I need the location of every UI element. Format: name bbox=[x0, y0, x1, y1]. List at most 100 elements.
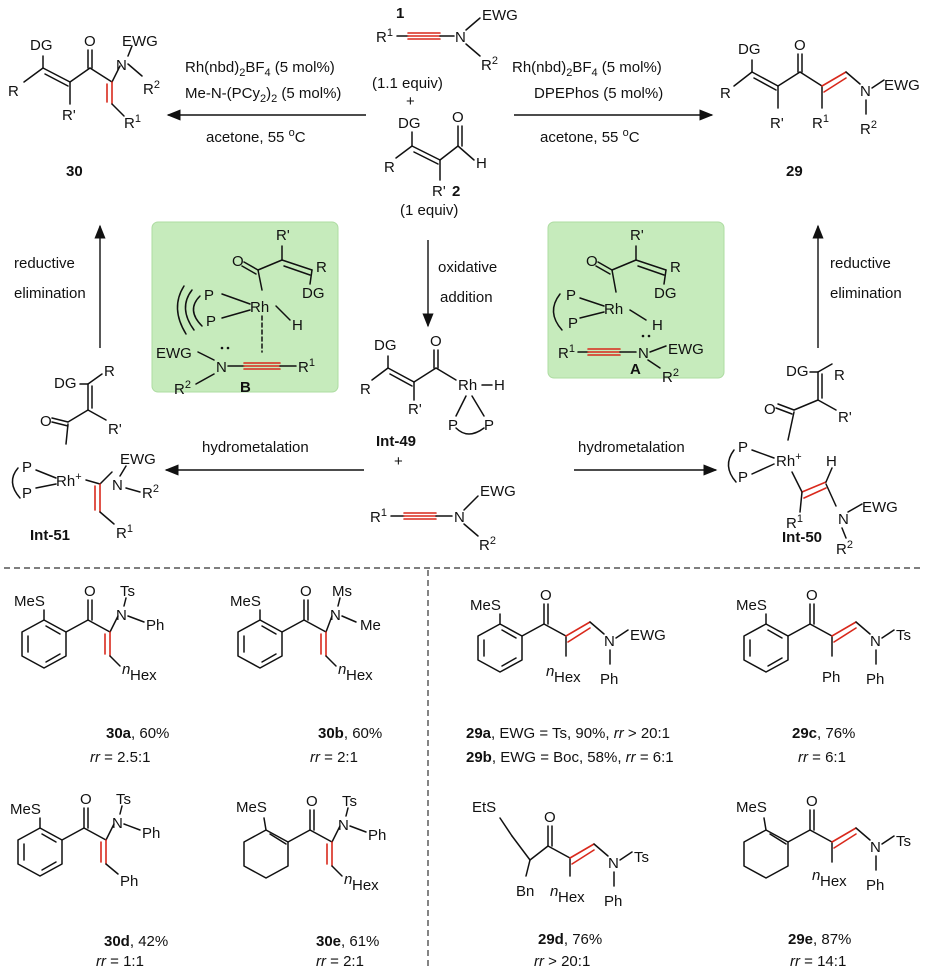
svg-text:N: N bbox=[112, 815, 123, 832]
svg-text:R: R bbox=[316, 259, 327, 276]
svg-text:Ts: Ts bbox=[634, 849, 649, 866]
svg-text:R1: R1 bbox=[812, 113, 829, 132]
29e-yield-line: 29e, 87% bbox=[788, 931, 851, 948]
svg-text:Ph: Ph bbox=[368, 827, 386, 844]
svg-text:N: N bbox=[604, 633, 615, 650]
svg-text:N: N bbox=[116, 607, 127, 624]
svg-text:N: N bbox=[870, 839, 881, 856]
svg-text:R': R' bbox=[432, 183, 446, 200]
svg-text:R1: R1 bbox=[124, 113, 141, 132]
svg-text:R1: R1 bbox=[116, 523, 133, 542]
svg-text:R': R' bbox=[408, 401, 422, 418]
svg-text:O: O bbox=[80, 791, 92, 808]
reagent-1-equiv: (1.1 equiv) bbox=[372, 75, 443, 92]
svg-text:Bn: Bn bbox=[516, 883, 534, 900]
right-cond-line1: Rh(nbd)2BF4 (5 mol%) bbox=[512, 59, 662, 79]
svg-text:DG: DG bbox=[654, 285, 677, 302]
svg-text:O: O bbox=[40, 413, 52, 430]
svg-text:MeS: MeS bbox=[736, 597, 767, 614]
svg-text:O: O bbox=[806, 793, 818, 810]
svg-text:N: N bbox=[454, 509, 465, 526]
svg-text:MeS: MeS bbox=[470, 597, 501, 614]
svg-text:N: N bbox=[338, 817, 349, 834]
svg-text:EWG: EWG bbox=[630, 627, 666, 644]
int-51-structure: DG R R' O Rh+ P P N EWG R2 R1 bbox=[11, 363, 159, 542]
int-50-label: Int-50 bbox=[782, 529, 822, 546]
svg-text:R: R bbox=[8, 83, 19, 100]
30d-yield-line: 30d, 42% bbox=[104, 933, 168, 950]
svg-text:n: n bbox=[338, 661, 346, 678]
svg-text:Ts: Ts bbox=[120, 583, 135, 600]
svg-text:Rh+: Rh+ bbox=[56, 471, 82, 490]
reagent-1-number: 1 bbox=[396, 5, 404, 22]
left-hydro-label: hydrometalation bbox=[202, 439, 309, 456]
svg-text:Ts: Ts bbox=[342, 793, 357, 810]
intermediate-b-label: B bbox=[240, 379, 251, 396]
30b-rr-line: rr = 2:1 bbox=[310, 749, 358, 766]
29d-yield-line: 29d, 76% bbox=[538, 931, 602, 948]
product-30-structure: DG R R' O N EWG R2 R1 bbox=[8, 33, 160, 132]
compound-29e: MeS O n Hex N Ts Ph bbox=[736, 793, 911, 894]
30a-rr-line: rr = 2.5:1 bbox=[90, 749, 150, 766]
oa-line2: addition bbox=[440, 289, 493, 306]
reagent-2-equiv: (1 equiv) bbox=[400, 202, 458, 219]
compound-29c: MeS O Ph N Ts Ph bbox=[736, 587, 911, 688]
svg-text:Ts: Ts bbox=[116, 791, 131, 808]
svg-text:Ph: Ph bbox=[120, 873, 138, 890]
svg-text:EWG: EWG bbox=[482, 7, 518, 24]
svg-text:n: n bbox=[344, 871, 352, 888]
svg-text:Rh: Rh bbox=[250, 299, 269, 316]
svg-text:EtS: EtS bbox=[472, 799, 496, 816]
29e-rr-line: rr = 14:1 bbox=[790, 953, 846, 968]
svg-text:Ph: Ph bbox=[866, 877, 884, 894]
svg-text:n: n bbox=[122, 661, 130, 678]
svg-text:Ph: Ph bbox=[146, 617, 164, 634]
svg-text:Hex: Hex bbox=[554, 669, 581, 686]
reagent-2-number: 2 bbox=[452, 183, 460, 200]
svg-text:Ms: Ms bbox=[332, 583, 352, 600]
svg-text:R2: R2 bbox=[142, 483, 159, 502]
compound-29d: EtS Bn O n Hex N Ts Ph bbox=[472, 799, 649, 910]
svg-text:O: O bbox=[794, 37, 806, 54]
svg-text:P: P bbox=[568, 315, 578, 332]
svg-text:Hex: Hex bbox=[558, 889, 585, 906]
svg-text:Ph: Ph bbox=[866, 671, 884, 688]
svg-text:R2: R2 bbox=[662, 367, 679, 386]
svg-text:H: H bbox=[652, 317, 663, 334]
intermediate-b-structure: R' R DG O Rh H P P EWG N R1 R2 bbox=[156, 227, 327, 398]
plus-sign: + bbox=[406, 93, 415, 110]
svg-text:Ph: Ph bbox=[822, 669, 840, 686]
right-cond-line2: DPEPhos (5 mol%) bbox=[534, 85, 663, 102]
svg-text:N: N bbox=[638, 345, 649, 362]
svg-text:R': R' bbox=[770, 115, 784, 132]
svg-text:H: H bbox=[494, 377, 505, 394]
svg-text:EWG: EWG bbox=[884, 77, 920, 94]
svg-text:N: N bbox=[838, 511, 849, 528]
compound-30a: MeS O N Ts Ph n Hex bbox=[14, 583, 164, 684]
int-49-structure: DG R R' O Rh H P P bbox=[360, 333, 505, 435]
svg-text:MeS: MeS bbox=[10, 801, 41, 818]
svg-text:Ts: Ts bbox=[896, 627, 911, 644]
svg-text:P: P bbox=[566, 287, 576, 304]
svg-text:MeS: MeS bbox=[236, 799, 267, 816]
svg-text:P: P bbox=[738, 439, 748, 456]
svg-text:R': R' bbox=[630, 227, 644, 244]
svg-text:EWG: EWG bbox=[156, 345, 192, 362]
svg-text:Hex: Hex bbox=[346, 667, 373, 684]
svg-text:N: N bbox=[116, 57, 127, 74]
svg-text:H: H bbox=[826, 453, 837, 470]
svg-text:Ph: Ph bbox=[600, 671, 618, 688]
svg-text:N: N bbox=[216, 359, 227, 376]
intermediate-b-box bbox=[151, 221, 339, 393]
svg-text:EWG: EWG bbox=[480, 483, 516, 500]
svg-text:P: P bbox=[484, 417, 494, 434]
svg-text:DG: DG bbox=[54, 375, 77, 392]
reagent-1-ynamide: R1 N EWG R2 bbox=[376, 7, 518, 74]
svg-text:N: N bbox=[330, 607, 341, 624]
svg-text:MeS: MeS bbox=[230, 593, 261, 610]
29c-yield-line: 29c, 76% bbox=[792, 725, 855, 742]
intermediate-a-label: A bbox=[630, 361, 641, 378]
30d-rr-line: rr = 1:1 bbox=[96, 953, 144, 968]
svg-text:MeS: MeS bbox=[14, 593, 45, 610]
svg-text:R1: R1 bbox=[376, 27, 393, 46]
